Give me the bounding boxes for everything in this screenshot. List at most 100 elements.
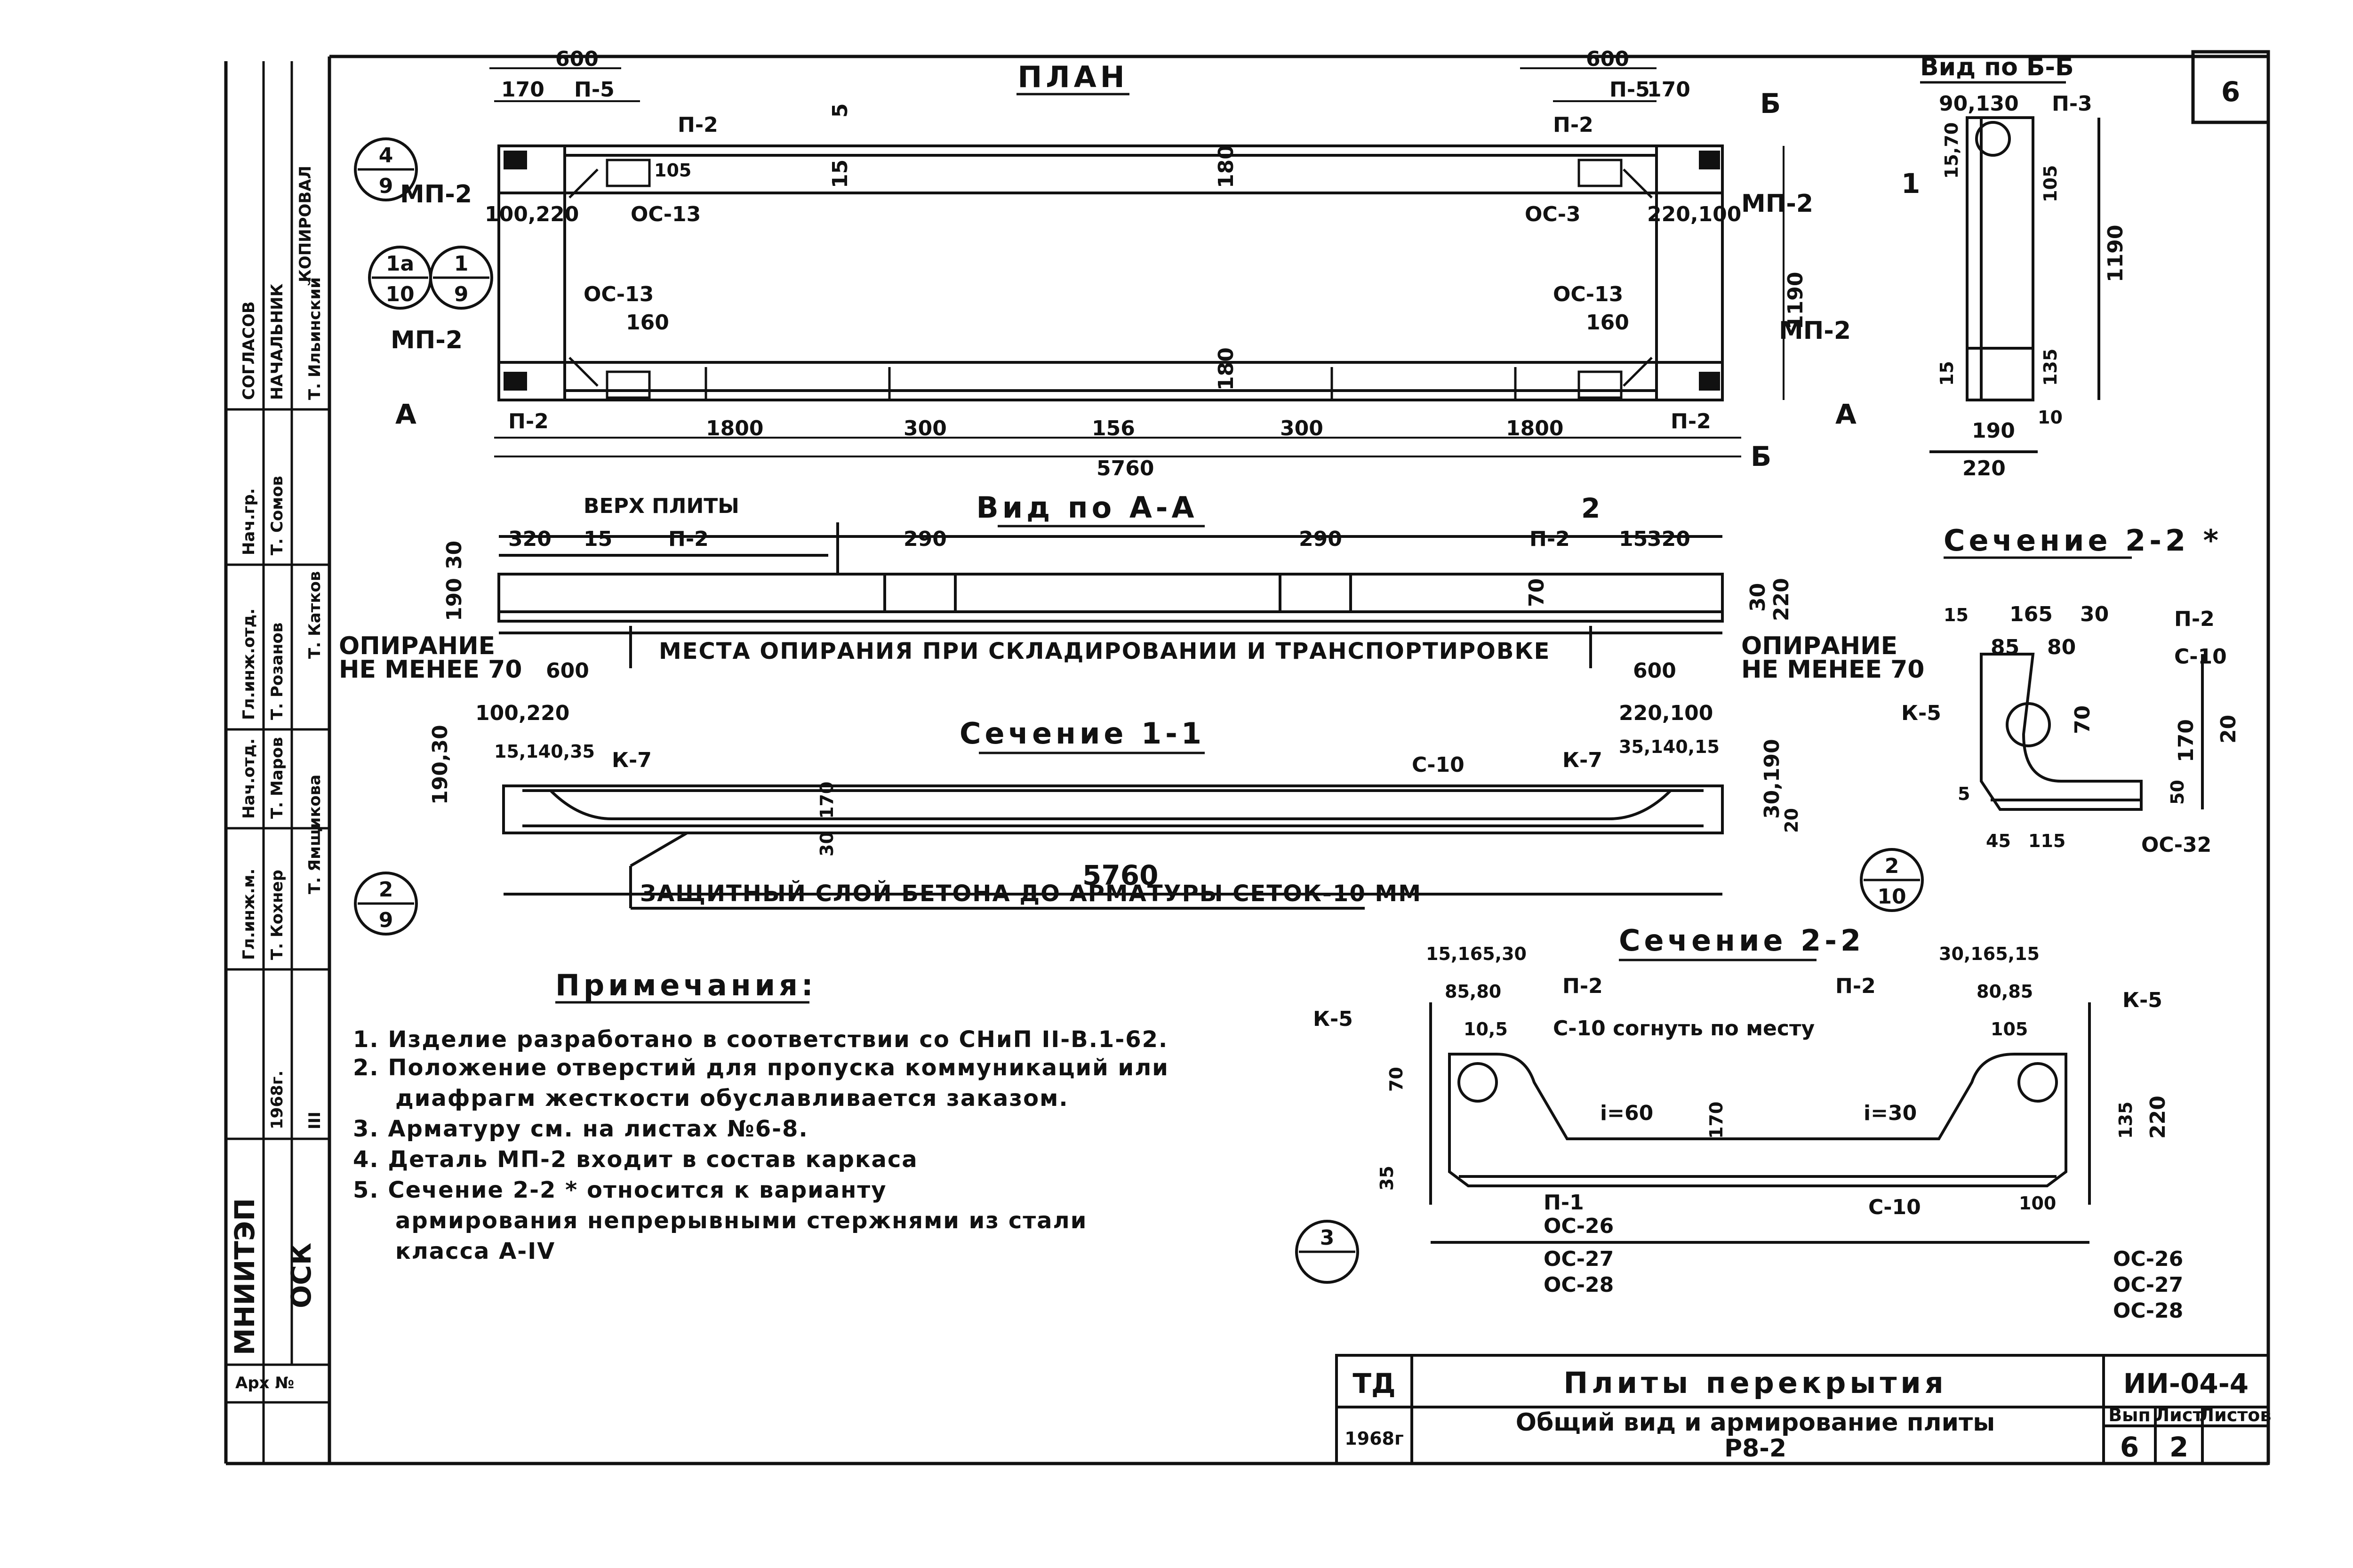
ref-circle-3: 3 xyxy=(1295,1220,1359,1284)
stamp-date-b: III xyxy=(305,1112,324,1129)
bb-dim-15: 15 xyxy=(1937,361,1957,386)
section-2-2-star: Сечение 2-2 * 15 165 30 П-2 85 80 С-10 К… xyxy=(1901,523,2241,857)
tb-title-1: Плиты перекрытия xyxy=(1563,1366,1947,1400)
section-22-star-title: Сечение 2-2 * xyxy=(1944,523,2222,558)
svg-text:9: 9 xyxy=(379,174,393,198)
plan-dim-1190: 1190 xyxy=(1784,272,1808,329)
tb-col-vyp: Вып xyxy=(2108,1405,2151,1425)
plan-p2-top-left: П-2 xyxy=(678,113,718,137)
stamp-dept: ОСК xyxy=(285,1243,317,1308)
s22-p2-r: П-2 xyxy=(1835,974,1876,998)
section-1-1: Сечение 1-1 100,220 220,100 15,140,35 35… xyxy=(428,701,1802,910)
plan-view: ПЛАН xyxy=(391,47,1920,524)
s11-k7-l: К-7 xyxy=(612,748,652,772)
s22s-dim-50: 50 xyxy=(2167,780,2188,805)
aa-mesta: МЕСТА ОПИРАНИЯ ПРИ СКЛАДИРОВАНИИ И ТРАНС… xyxy=(659,638,1550,664)
notes-title: Примечания: xyxy=(555,968,817,1002)
s11-dim-100-220: 100,220 xyxy=(475,701,569,725)
plan-dim-300-r: 300 xyxy=(1280,416,1323,440)
s22-dim-15-165-30: 15,165,30 xyxy=(1426,944,1527,964)
aa-dim-220: 220 xyxy=(1769,578,1793,621)
s22-k5-r: К-5 xyxy=(2122,988,2162,1012)
aa-dim-15-l: 15 xyxy=(584,527,612,551)
tb-vyp: 6 xyxy=(2120,1431,2139,1463)
plan-mp2-left-b: МП-2 xyxy=(391,326,463,354)
plan-dim-1800-r: 1800 xyxy=(1506,416,1563,440)
ref-circle-1a-10: 1а 10 xyxy=(368,246,432,310)
plan-dim-105: 105 xyxy=(654,160,691,181)
svg-text:2: 2 xyxy=(379,878,393,902)
aa-dim-320-r: 320 xyxy=(1647,527,1690,551)
s22-dim-80-85: 80,85 xyxy=(1977,981,2033,1002)
s22-os26-l: ОС-26 xyxy=(1544,1214,1614,1238)
svg-text:3: 3 xyxy=(1320,1226,1335,1250)
stamp-name-5: Т. Ямщикова xyxy=(305,775,324,894)
stamp-name-4: Т. Сомов xyxy=(268,476,287,555)
tb-col-lista: Листов xyxy=(2200,1405,2272,1425)
s22-dim-170: 170 xyxy=(1706,1102,1727,1139)
aa-dim-290-r: 290 xyxy=(1299,527,1342,551)
aa-opiranie-r1: ОПИРАНИЕ xyxy=(1741,632,1897,660)
s22-os28-r: ОС-28 xyxy=(2113,1299,2183,1323)
plan-mp2-left: МП-2 xyxy=(400,180,472,208)
stamp-arch: Арх № xyxy=(235,1374,294,1392)
s22-dim-35: 35 xyxy=(1377,1166,1397,1191)
ref-circle-1-9: 1 9 xyxy=(429,246,493,310)
svg-text:1а: 1а xyxy=(386,252,414,276)
svg-text:10: 10 xyxy=(1877,885,1906,909)
s11-dim-220-100: 220,100 xyxy=(1619,701,1713,725)
s22-dim-135: 135 xyxy=(2115,1102,2136,1139)
s22s-dim-70: 70 xyxy=(2071,705,2095,734)
bb-dim-105: 105 xyxy=(2040,165,2061,202)
plan-dim-170: 170 xyxy=(501,78,544,102)
bb-dim-190: 190 xyxy=(1972,419,2015,443)
note-5b: армирования непрерывными стержнями из ст… xyxy=(395,1208,1087,1234)
notes: Примечания: 1. Изделие разработано в соо… xyxy=(353,968,1169,1264)
stamp-agreed: СОГЛАСОВ xyxy=(240,301,258,400)
s22-k5-l: К-5 xyxy=(1313,1007,1353,1031)
plan-dim-180-b: 180 xyxy=(1214,347,1238,391)
s22-os27-l: ОС-27 xyxy=(1544,1247,1614,1271)
aa-dim-600-l: 600 xyxy=(546,659,589,683)
bb-dim-90130: 90,130 xyxy=(1939,92,2019,116)
plan-mark-b-bot: Б xyxy=(1751,440,1771,472)
title-block: ТД 1968г Плиты перекрытия Общий вид и ар… xyxy=(1335,1354,2272,1465)
s11-dim-20: 20 xyxy=(1781,808,1802,833)
aa-dim-600-r: 600 xyxy=(1633,659,1676,683)
plan-p2-top-right: П-2 xyxy=(1553,113,1593,137)
s11-k7-r: К-7 xyxy=(1562,748,1602,772)
stamp-name-2: Т. Маров xyxy=(268,737,287,819)
s22s-dim-45: 45 xyxy=(1986,831,2011,851)
s22s-dim-20: 20 xyxy=(2217,715,2241,744)
aa-dim-290-l: 290 xyxy=(904,527,947,551)
tb-title-2: Общий вид и армирование плиты xyxy=(1516,1408,1995,1437)
aa-p2-l: П-2 xyxy=(668,527,709,551)
s11-dim-15-140-35: 15,140,35 xyxy=(494,741,595,762)
s22-dim-100: 100 xyxy=(2019,1193,2056,1214)
svg-text:10: 10 xyxy=(385,282,414,306)
plan-os13-c: ОС-13 xyxy=(1553,282,1623,306)
stamp-agreed-2: КОПИРОВАЛ xyxy=(296,166,315,282)
stamp-name-7: Т. Ильинский xyxy=(305,277,324,400)
section-11-title: Сечение 1-1 xyxy=(960,716,1205,751)
bb-p3: П-3 xyxy=(2052,92,2092,116)
section-2-2: Сечение 2-2 15,165,30 30,165,15 85,80 80… xyxy=(1313,923,2183,1323)
ref-circle-4-9: 4 9 xyxy=(354,137,418,201)
stamp-role-3: Гл.инж.отд. xyxy=(240,608,258,720)
note-2: 2. Положение отверстий для пропуска комм… xyxy=(353,1055,1169,1081)
s22-os26-r: ОС-26 xyxy=(2113,1247,2183,1271)
stamp-date: 1968г. xyxy=(268,1071,287,1129)
aa-p2-r: П-2 xyxy=(1529,527,1570,551)
note-3: 3. Арматуру см. на листах №6-8. xyxy=(353,1116,808,1142)
s22s-dim-115: 115 xyxy=(2028,831,2065,851)
s11-dim-190-30: 190,30 xyxy=(428,725,452,805)
s22-dim-30-165-15: 30,165,15 xyxy=(1939,944,2040,964)
tb-title-3: Р8-2 xyxy=(1724,1434,1786,1463)
svg-text:2: 2 xyxy=(1885,854,1899,878)
aa-dim-30-r: 30 xyxy=(1746,583,1770,612)
stamp-role-2: Нач.отд. xyxy=(240,738,258,819)
plan-p5-left: П-5 xyxy=(574,78,615,102)
plan-p2-bot-left: П-2 xyxy=(508,409,549,433)
